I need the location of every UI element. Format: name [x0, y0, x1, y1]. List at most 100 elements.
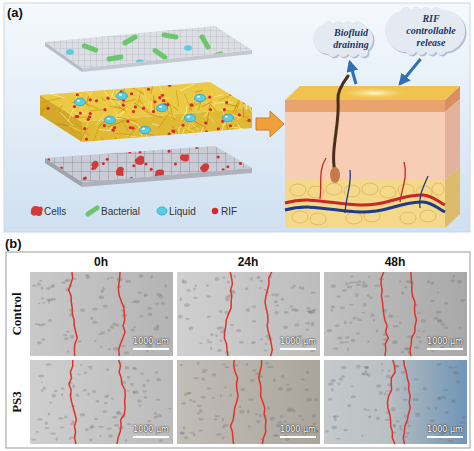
- bottom-grid-layer: [91, 149, 94, 152]
- micrograph: [213, 418, 217, 420]
- micrograph: [289, 305, 294, 307]
- skin-block: [339, 87, 411, 99]
- micrograph: [248, 425, 252, 427]
- middle-fiber-layer: [83, 127, 86, 130]
- micrograph: [410, 272, 417, 356]
- micrograph: [302, 286, 305, 290]
- micrograph: [35, 323, 41, 325]
- bottom-grid-layer: [132, 164, 135, 167]
- middle-fiber-layer: [172, 130, 175, 133]
- micrograph: [189, 399, 192, 401]
- top-mesh-layer: [66, 35, 221, 65]
- micrograph: [344, 341, 349, 343]
- micrograph: [220, 326, 224, 329]
- micrograph: [80, 413, 86, 416]
- micrograph: [157, 414, 161, 418]
- micrograph: [349, 282, 354, 284]
- micrograph: [274, 311, 278, 315]
- micrograph: [404, 414, 407, 417]
- middle-fiber-layer: [229, 127, 243, 129]
- bottom-grid-layer: [168, 150, 171, 153]
- middle-fiber-layer: [168, 136, 179, 143]
- bottom-grid-layer: [180, 154, 189, 161]
- micrograph: [37, 283, 41, 286]
- micrograph: [138, 405, 142, 407]
- micrograph: [133, 326, 136, 328]
- micrograph: [256, 276, 260, 280]
- middle-fiber-layer: [105, 116, 116, 124]
- micrograph: [337, 295, 340, 298]
- micrograph: [61, 393, 63, 396]
- middle-fiber-layer: [46, 107, 49, 110]
- micrograph: [92, 308, 98, 311]
- micrograph: [333, 347, 338, 349]
- middle-fiber-layer: [75, 112, 87, 113]
- micrograph: [431, 350, 434, 352]
- micrograph: [165, 316, 169, 319]
- middle-fiber-layer: [122, 104, 125, 107]
- micrograph: [227, 281, 230, 284]
- micrograph: [38, 303, 41, 305]
- micrograph: [267, 366, 273, 368]
- micrograph: [198, 418, 203, 421]
- transfer-arrow: [256, 111, 284, 137]
- micrograph: [246, 363, 248, 366]
- bottom-grid-layer: [155, 170, 164, 178]
- micrograph: [206, 339, 209, 341]
- micrograph: [212, 373, 216, 377]
- middle-fiber-layer: [157, 104, 168, 112]
- middle-fiber-layer: [179, 129, 184, 146]
- bottom-grid-layer: [84, 176, 87, 179]
- middle-fiber-layer: [208, 95, 211, 98]
- micrograph: [435, 406, 437, 409]
- micrograph: [87, 366, 93, 368]
- micrograph: [156, 378, 161, 381]
- top-mesh-layer: [164, 35, 176, 37]
- micrograph: [385, 390, 390, 392]
- micrograph: [48, 319, 52, 322]
- micrograph: [403, 399, 408, 401]
- middle-fiber-layer: [163, 138, 176, 145]
- micrograph: [277, 421, 282, 423]
- middle-fiber-layer: [168, 84, 171, 87]
- middle-fiber-layer: [214, 95, 223, 97]
- middle-fiber-layer: [96, 114, 105, 125]
- micrograph: [250, 379, 255, 382]
- micrograph: [201, 396, 206, 399]
- cloud-text: Biofluid draining: [325, 27, 377, 51]
- micrograph: [416, 336, 422, 338]
- micrograph: [165, 284, 168, 288]
- middle-fiber-layer: [114, 107, 126, 110]
- middle-fiber-layer: [152, 110, 155, 113]
- micrograph: [223, 424, 229, 427]
- micrograph: [222, 436, 225, 439]
- bottom-grid-layer: [174, 163, 177, 166]
- middle-fiber-layer: [154, 95, 155, 112]
- micrograph: [133, 390, 139, 394]
- bottom-grid-layer: [130, 146, 133, 149]
- micrograph: [199, 342, 202, 344]
- middle-fiber-layer: [158, 96, 161, 99]
- micrograph: [393, 325, 399, 327]
- micrograph: [311, 322, 314, 325]
- bottom-grid-layer: [45, 145, 252, 187]
- micrograph: [116, 324, 120, 327]
- middle-fiber-layer: [223, 108, 226, 111]
- middle-fiber-layer: [158, 84, 163, 91]
- middle-fiber-layer: [62, 90, 65, 93]
- micrograph: [396, 315, 398, 317]
- micrograph: [427, 436, 463, 438]
- micrograph: [358, 280, 361, 282]
- micrograph: [187, 392, 192, 394]
- middle-fiber-layer: [207, 105, 209, 124]
- middle-fiber-layer: [190, 103, 193, 106]
- micrograph: [405, 432, 410, 434]
- top-mesh-layer: [209, 54, 220, 58]
- middle-fiber-layer: [126, 136, 137, 137]
- micrograph: [341, 366, 347, 369]
- middle-fiber-layer: [161, 94, 164, 97]
- micrograph: [350, 321, 353, 324]
- micrograph: [324, 360, 467, 444]
- middle-fiber-layer: [40, 82, 252, 122]
- top-mesh-layer: [125, 37, 135, 43]
